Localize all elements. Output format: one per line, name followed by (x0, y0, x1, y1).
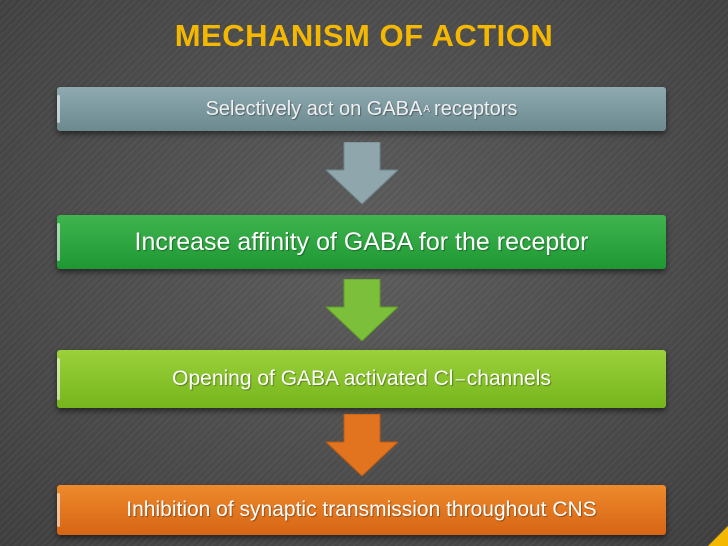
step-3-superscript: – (455, 369, 465, 388)
step-1-text: Selectively act on GABA (205, 97, 423, 120)
corner-accent-icon (708, 526, 728, 546)
step-1-after: receptors (434, 97, 518, 120)
step-4-text: Inhibition of synaptic transmission thro… (126, 498, 597, 521)
down-arrow-3-icon (326, 414, 398, 476)
step-increase-affinity: Increase affinity of GABA for the recept… (57, 215, 666, 269)
step-opening-channels: Opening of GABA activated Cl–channels (57, 350, 666, 408)
step-inhibition: Inhibition of synaptic transmission thro… (57, 485, 666, 535)
down-arrow-2-icon (326, 279, 398, 341)
step-1-subscript: A (423, 103, 431, 115)
down-arrow-1-icon (326, 142, 398, 204)
slide-title: MECHANISM OF ACTION (174, 18, 554, 53)
step-3-text: Opening of GABA activated Cl (172, 367, 454, 390)
step-3-after: channels (466, 367, 551, 390)
step-2-text: Increase affinity of GABA for the recept… (134, 227, 589, 256)
